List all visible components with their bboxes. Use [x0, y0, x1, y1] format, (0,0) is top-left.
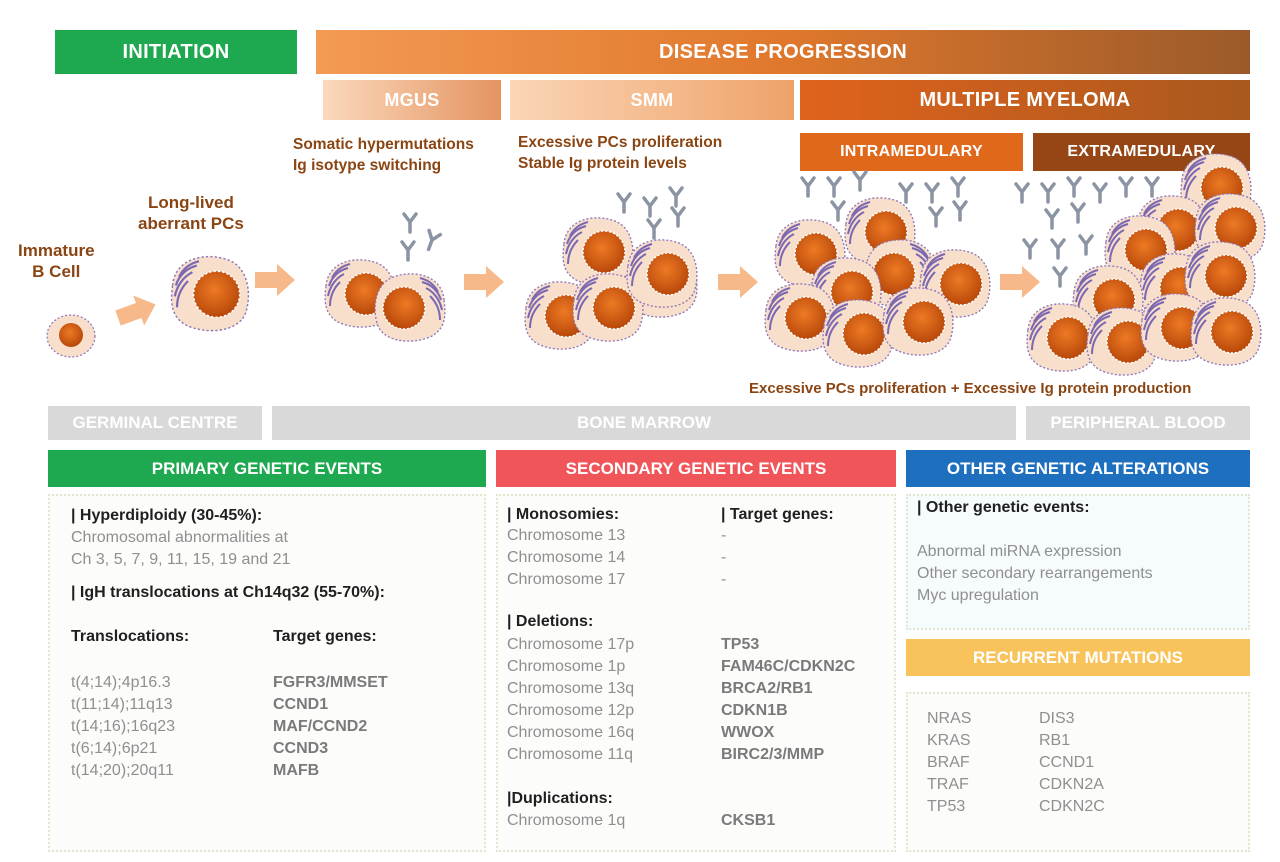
- intramedullary-banner: INTRAMEDULARY: [800, 133, 1023, 171]
- secondary-target-genes-title: | Target genes:: [721, 506, 834, 523]
- target-genes-heading: Target genes:: [273, 628, 377, 645]
- mgus-features: Somatic hypermutations Ig isotype switch…: [293, 136, 474, 174]
- list-item: CKSB1: [721, 812, 776, 829]
- list-item: BRCA2/RB1: [721, 680, 813, 697]
- primary-panel: [48, 494, 486, 852]
- monosomy-list: Chromosome 13 Chromosome 14 Chromosome 1…: [507, 525, 625, 591]
- smm-features: Excessive PCs proliferation Stable Ig pr…: [518, 134, 723, 172]
- multiple-myeloma-banner: MULTIPLE MYELOMA: [800, 80, 1250, 120]
- list-item: Chromosome 13q: [507, 680, 635, 697]
- disease-progression-banner: DISEASE PROGRESSION: [316, 30, 1250, 74]
- translocation-list: t(4;14);4p16.3 t(11;14);11q13 t(14;16);1…: [71, 672, 175, 782]
- deletions-title: | Deletions:: [507, 613, 594, 630]
- list-item: t(4;14);4p16.3: [71, 674, 171, 691]
- translocations-heading: Translocations:: [71, 628, 190, 645]
- smm-cells: [524, 186, 698, 351]
- list-item: Chromosome 17: [507, 571, 626, 588]
- deletion-gene-list: TP53 FAM46C/CDKN2C BRCA2/RB1 CDKN1B WWOX…: [721, 634, 855, 766]
- peripheral-blood-bar: PERIPHERAL BLOOD: [1026, 406, 1250, 440]
- list-item: CCND1: [1039, 754, 1095, 771]
- list-item: Myc upregulation: [917, 587, 1039, 604]
- secondary-header: SECONDARY GENETIC EVENTS: [496, 450, 896, 487]
- list-item: t(11;14);11q13: [71, 696, 173, 713]
- primary-gene-list: FGFR3/MMSET CCND1 MAF/CCND2 CCND3 MAFB: [273, 672, 388, 782]
- progression-arrow-icon: [464, 266, 504, 298]
- secondary-panel: [496, 494, 896, 852]
- list-item: BRAF: [927, 754, 970, 771]
- germinal-centre-bar: GERMINAL CENTRE: [48, 406, 262, 440]
- list-item: Other secondary rearrangements: [917, 565, 1153, 582]
- duplications-title: |Duplications:: [507, 790, 613, 807]
- other-title: | Other genetic events:: [917, 499, 1090, 516]
- smm-banner: SMM: [510, 80, 794, 120]
- recurrent-col1: NRAS KRAS BRAF TRAF TP53: [927, 708, 971, 818]
- monosomy-gene-list: - - -: [721, 527, 727, 588]
- long-lived-label: Long-lived aberrant PCs: [138, 193, 244, 233]
- duplication-gene-list: CKSB1: [721, 810, 775, 832]
- recurrent-col2: DIS3 RB1 CCND1 CDKN2A CDKN2C: [1039, 708, 1105, 818]
- list-item: TP53: [721, 636, 760, 653]
- hyperdiploidy-title: | Hyperdiploidy (30-45%):: [71, 507, 263, 524]
- list-item: Chromosome 1q: [507, 812, 626, 829]
- mm-features: Excessive PCs proliferation + Excessive …: [749, 380, 1192, 397]
- duplication-list: Chromosome 1q: [507, 810, 625, 832]
- list-item: Chromosome 13: [507, 527, 626, 544]
- extramedullary-cells: [1014, 152, 1266, 377]
- list-item: TP53: [927, 798, 966, 815]
- progression-arrow-icon: [255, 264, 295, 296]
- list-item: RB1: [1039, 732, 1071, 749]
- initiation-banner: INITIATION: [55, 30, 297, 74]
- list-item: KRAS: [927, 732, 971, 749]
- plasma-cell-icon: [170, 255, 250, 332]
- list-item: t(14;20);20q11: [71, 762, 174, 779]
- mgus-banner: MGUS: [323, 80, 501, 120]
- list-item: t(6;14);6p21: [71, 740, 158, 757]
- intramedullary-cells: [764, 170, 991, 369]
- progression-arrow-icon: [1000, 266, 1040, 298]
- list-item: NRAS: [927, 710, 972, 727]
- list-item: CDKN2C: [1039, 798, 1105, 815]
- recurrent-panel: [906, 692, 1250, 852]
- list-item: DIS3: [1039, 710, 1075, 727]
- list-item: WWOX: [721, 724, 775, 741]
- list-item: Chromosome 17p: [507, 636, 635, 653]
- list-item: t(14;16);16q23: [71, 718, 176, 735]
- list-item: MAFB: [273, 762, 320, 779]
- primary-header: PRIMARY GENETIC EVENTS: [48, 450, 486, 487]
- list-item: FAM46C/CDKN2C: [721, 658, 856, 675]
- hyperdiploidy-desc: Chromosomal abnormalities at Ch 3, 5, 7,…: [71, 529, 291, 568]
- list-item: Chromosome 1p: [507, 658, 626, 675]
- list-item: TRAF: [927, 776, 969, 793]
- list-item: BIRC2/3/MMP: [721, 746, 825, 763]
- list-item: Chromosome 16q: [507, 724, 635, 741]
- monosomies-title: | Monosomies:: [507, 506, 620, 523]
- list-item: Chromosome 11q: [507, 746, 633, 763]
- list-item: CCND1: [273, 696, 329, 713]
- deletion-list: Chromosome 17p Chromosome 1p Chromosome …: [507, 634, 634, 766]
- bone-marrow-bar: BONE MARROW: [272, 406, 1016, 440]
- list-item: CCND3: [273, 740, 329, 757]
- other-panel: [906, 494, 1250, 630]
- immature-b-cell-icon: [46, 314, 96, 358]
- list-item: Abnormal miRNA expression: [917, 543, 1122, 560]
- immature-b-cell-label: Immature B Cell: [18, 241, 95, 281]
- progression-arrow-icon: [718, 266, 758, 298]
- list-item: CDKN1B: [721, 702, 788, 719]
- list-item: MAF/CCND2: [273, 718, 368, 735]
- list-item: CDKN2A: [1039, 776, 1104, 793]
- progression-illustration: [46, 152, 1266, 377]
- mgus-cells: [324, 212, 446, 343]
- other-header: OTHER GENETIC ALTERATIONS: [906, 450, 1250, 487]
- recurrent-header: RECURRENT MUTATIONS: [906, 639, 1250, 676]
- list-item: FGFR3/MMSET: [273, 674, 388, 691]
- progression-arrow-icon: [112, 289, 162, 334]
- other-list: Abnormal miRNA expression Other secondar…: [917, 541, 1153, 607]
- list-item: Chromosome 12p: [507, 702, 635, 719]
- igh-title: | IgH translocations at Ch14q32 (55-70%)…: [71, 584, 385, 601]
- list-item: Chromosome 14: [507, 549, 626, 566]
